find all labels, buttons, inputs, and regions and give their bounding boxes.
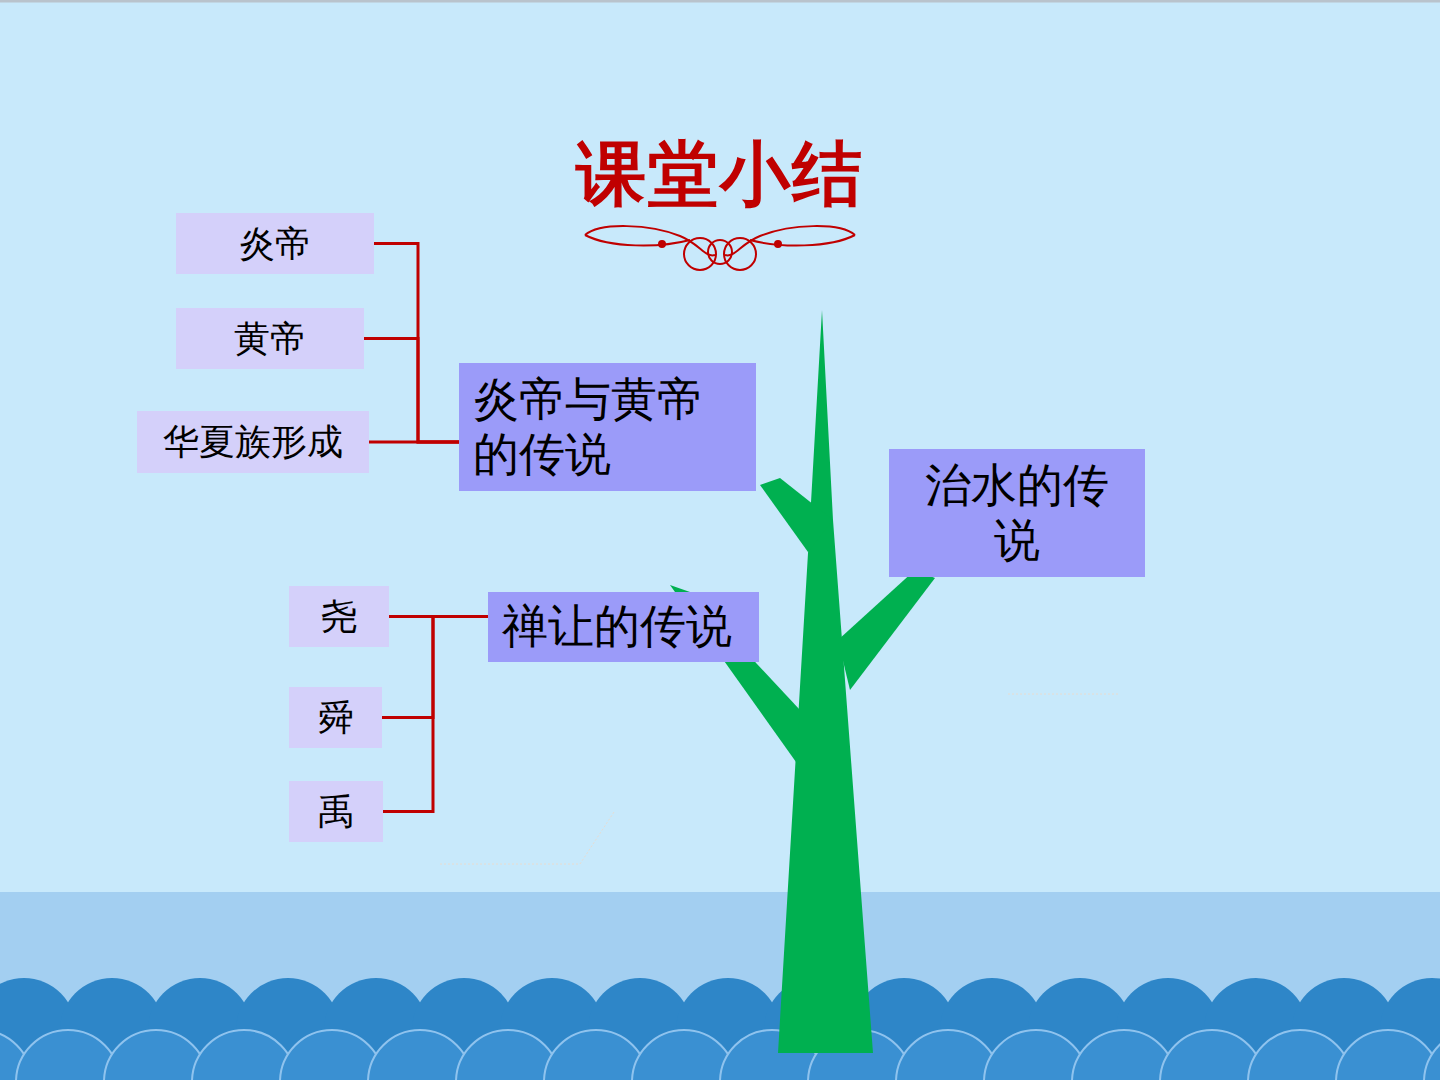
bracket-connector (369, 441, 459, 444)
wave (1424, 1030, 1440, 1080)
title-ornament (585, 226, 855, 270)
bracket-connector (364, 339, 459, 443)
ornament-swirl (750, 235, 855, 245)
node-label: 禅让的传说 (502, 599, 732, 654)
node-label: 禹 (318, 791, 354, 832)
ornament-swirl (585, 226, 715, 255)
ornament-ring (708, 240, 732, 264)
node-label: 舜 (318, 697, 354, 738)
node-label: 黄帝 (234, 318, 306, 359)
node-label: 治水的传说 (917, 458, 1117, 568)
tree-branch (838, 570, 935, 690)
node-label: 华夏族形成 (163, 421, 343, 462)
bracket-connector (389, 615, 488, 618)
topic-box: 禅让的传说 (488, 592, 759, 662)
item-box: 华夏族形成 (137, 411, 369, 473)
bracket-connector (374, 244, 459, 443)
node-label: 尧 (321, 596, 357, 637)
tree-trunk (778, 310, 873, 1053)
tree-branch (760, 478, 833, 552)
item-box: 炎帝 (176, 213, 374, 274)
ornament-dot (659, 241, 665, 247)
faint-lines (440, 694, 1120, 864)
top-rule (0, 0, 1440, 3)
wave-circles (0, 978, 1440, 1080)
faint-line (440, 812, 614, 864)
ornament-dot (775, 241, 781, 247)
bracket-connector (383, 617, 488, 812)
ornament-swirl (585, 235, 690, 245)
slide-title: 课堂小结 (520, 128, 920, 222)
bracket-connector (382, 617, 488, 718)
ornament-swirl (725, 226, 855, 255)
item-box: 尧 (289, 586, 389, 647)
item-box: 黄帝 (176, 308, 364, 369)
faint-line (1008, 694, 1120, 695)
item-box: 禹 (289, 781, 383, 842)
node-label: 炎帝 (239, 223, 311, 264)
item-box: 舜 (289, 687, 382, 748)
topic-box: 炎帝与黄帝的传说 (459, 363, 756, 491)
topic-box: 治水的传说 (889, 449, 1145, 577)
node-label: 炎帝与黄帝的传说 (473, 372, 742, 482)
